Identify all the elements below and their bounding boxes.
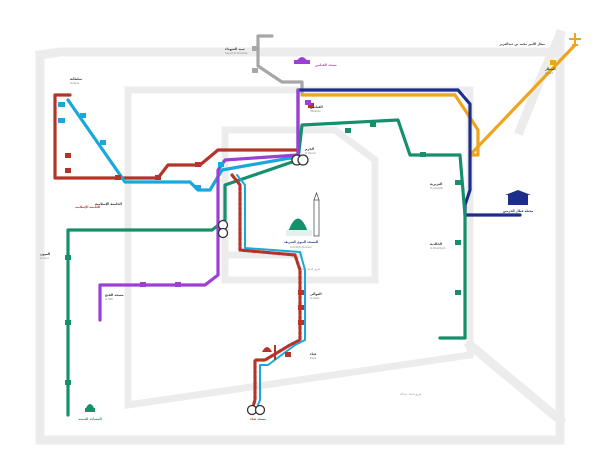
station-marker-green[interactable] — [65, 320, 71, 325]
line-badge — [58, 118, 65, 123]
qiblatain-icon — [294, 57, 310, 64]
station-label: الخالدية — [430, 242, 442, 246]
station-marker-red[interactable] — [115, 175, 121, 180]
interchange-nodes — [217, 154, 309, 416]
outer-ring-road — [35, 30, 565, 445]
station-marker-red[interactable] — [65, 168, 71, 173]
station-label: العزيزية — [430, 182, 442, 186]
station-marker-red[interactable] — [155, 175, 161, 180]
grey-line — [256, 34, 304, 97]
station-marker-purple[interactable] — [175, 282, 181, 287]
station-marker-blue[interactable] — [80, 113, 86, 118]
station-label: الجامعة الإسلامية — [95, 202, 122, 207]
line-badges — [58, 102, 65, 123]
line-badge — [58, 102, 65, 107]
blue-line — [66, 98, 302, 192]
qiblatain-label: مسجد القبلتين — [315, 63, 337, 67]
station-sub-label: Sultana — [70, 82, 80, 85]
station-marker-blue[interactable] — [195, 185, 201, 190]
station-marker-grey[interactable] — [252, 68, 258, 73]
striped-south-line — [230, 173, 302, 412]
station-label: الحرم — [305, 147, 314, 151]
station-sub-label: Qiblatain — [310, 110, 321, 113]
seven-mosques-label: المساجد السبعة — [78, 417, 101, 421]
station-label: محطة قطار الحرمين — [503, 209, 534, 213]
green-line — [66, 118, 467, 417]
quba-icon — [262, 345, 276, 360]
station-marker-green[interactable] — [455, 180, 461, 185]
station-marker-red[interactable] — [298, 290, 304, 295]
station-marker-grey[interactable] — [252, 46, 258, 51]
southeast-diagonal-road — [463, 338, 567, 427]
interchange-south-2[interactable] — [254, 404, 266, 416]
station-marker-blue[interactable] — [100, 140, 106, 145]
ring-road-label: طريق الملك عبدالله — [400, 393, 422, 396]
station-sub-label: Al Khalidiyah — [430, 247, 446, 250]
road-network — [34, 29, 567, 445]
station-sub-label: Al Uyun — [40, 257, 50, 260]
station-label: القبلتين — [310, 105, 323, 109]
quba-label: مسجد قباء — [250, 417, 266, 421]
station-marker-blue[interactable] — [218, 162, 224, 167]
station-label: سيد الشهداء — [225, 47, 245, 51]
seven-mosques-icon — [85, 404, 95, 412]
mosque-sub-label: Prophet's Mosque — [290, 246, 312, 249]
station-marker-orange[interactable] — [550, 60, 556, 65]
station-label: العوالي — [310, 292, 322, 296]
station-marker-red[interactable] — [298, 320, 304, 325]
station-sub-label: Quba — [310, 357, 317, 360]
blue-south-line — [236, 174, 306, 411]
station-sub-label: Al Fath — [105, 298, 114, 301]
prophets-mosque-icon — [286, 191, 320, 237]
station-marker-purple[interactable] — [305, 100, 311, 105]
airport-label: مطار الأمير محمد بن عبدالعزيز — [499, 42, 545, 46]
station-marker-red[interactable] — [195, 162, 201, 167]
station-marker-green[interactable] — [65, 380, 71, 385]
station-label: المطار — [544, 67, 556, 71]
purple-line — [98, 88, 300, 322]
station-sub-label: Al Awali — [310, 297, 320, 300]
station-label: مسجد الفتح — [105, 293, 124, 297]
transit-lines — [53, 34, 577, 417]
station-marker-green[interactable] — [370, 122, 376, 127]
station-marker-red[interactable] — [298, 305, 304, 310]
station-sub-label: Al Haram — [305, 152, 317, 155]
red-line — [53, 93, 300, 180]
station-marker-purple[interactable] — [140, 282, 146, 287]
station-marker-green[interactable] — [345, 128, 351, 133]
station-label: سلطانة — [70, 77, 82, 81]
station-marker-red[interactable] — [65, 153, 71, 158]
station-marker-red[interactable] — [308, 103, 314, 108]
interchange-west-2[interactable] — [217, 227, 229, 239]
train-station-icon — [505, 190, 531, 205]
station-label: قباء — [310, 352, 316, 356]
station-sub-label: Al Aziziyah — [430, 187, 443, 190]
university-label: الجامعة الإسلامية — [75, 205, 100, 209]
station-label: العيون — [40, 252, 50, 256]
interchange-haram-2[interactable] — [297, 154, 309, 166]
station-marker-green[interactable] — [65, 255, 71, 260]
station-sub-label: Sayyid Al Shuhada — [225, 52, 248, 55]
station-labels: سلطانة Sultana الجامعة الإسلامية العيون … — [40, 47, 556, 360]
airplane-icon — [569, 33, 581, 46]
station-marker-green[interactable] — [455, 290, 461, 295]
station-sub-label: Airport — [545, 72, 553, 75]
north-road — [34, 47, 565, 61]
station-markers — [65, 46, 556, 385]
mosque-label: المسجد النبوي الشريف — [284, 240, 318, 244]
station-marker-red[interactable] — [285, 352, 291, 357]
station-marker-green[interactable] — [455, 240, 461, 245]
station-marker-green[interactable] — [420, 152, 426, 157]
inner-road-label: طريق الملك فيصل — [300, 268, 320, 271]
